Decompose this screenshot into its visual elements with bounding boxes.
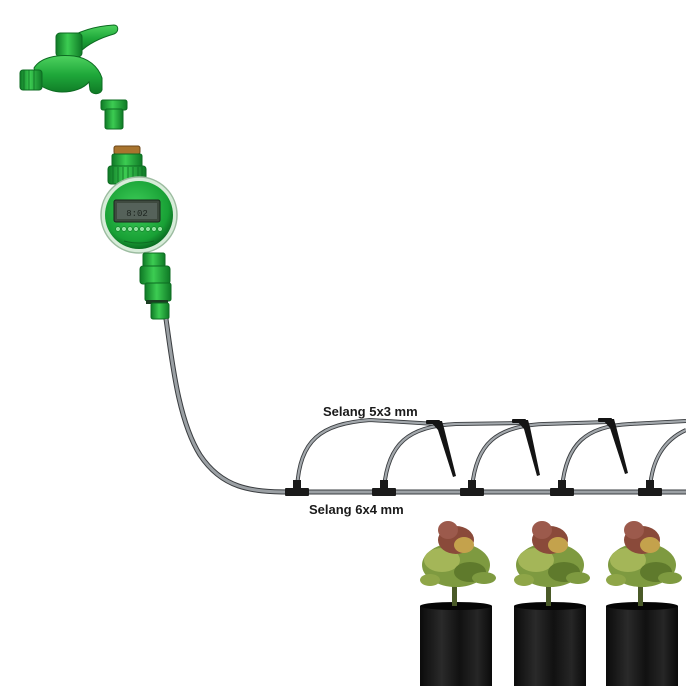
main-hose [163,318,686,495]
main-hose-label: Selang 6x4 mm [309,502,404,517]
tee-connectors [285,480,662,496]
branch-hoses [295,417,686,489]
svg-text:8:02: 8:02 [126,209,148,219]
timer-icon: 8:02 [100,145,178,320]
faucet-icon [19,24,119,95]
dripper-icon [426,418,628,477]
branch-hose-label: Selang 5x3 mm [323,404,418,419]
adapter-icon [100,99,128,130]
plant-icon [420,521,682,686]
